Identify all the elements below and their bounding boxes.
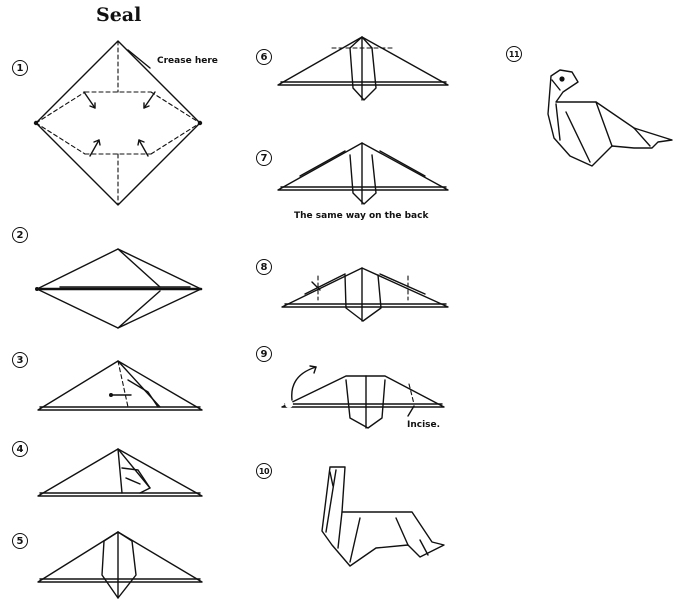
step-number-5: 5 [12, 533, 28, 549]
step-number-8: 8 [256, 259, 272, 275]
step-number-1: 1 [12, 60, 28, 76]
step-number-11: 11 [506, 46, 522, 62]
step-number-3: 3 [12, 352, 28, 368]
same-way-back-note: The same way on the back [294, 211, 429, 221]
step-number-10: 10 [256, 463, 272, 479]
step-number-9: 9 [256, 346, 272, 362]
step-number-7: 7 [256, 150, 272, 166]
step-number-2: 2 [12, 227, 28, 243]
step-number-6: 6 [256, 49, 272, 65]
diagram-title: Seal [96, 4, 142, 26]
crease-here-note: Crease here [157, 56, 218, 66]
step-number-4: 4 [12, 441, 28, 457]
incise-note: Incise. [407, 420, 441, 430]
